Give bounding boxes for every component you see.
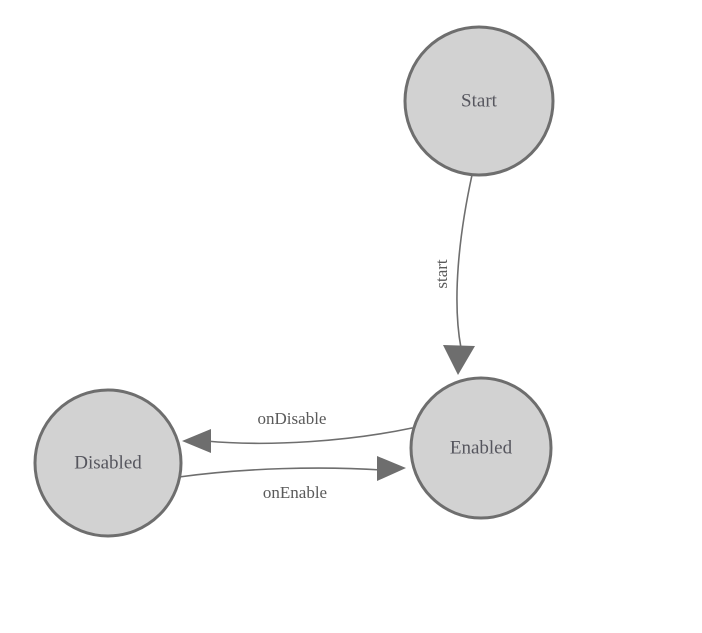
node-label-start: Start <box>461 90 498 111</box>
edge-path-ondisable <box>205 427 413 445</box>
node-circle-start <box>403 25 555 177</box>
edge-disabled-to-enabled[interactable]: onEnable <box>178 456 406 502</box>
node-disabled[interactable]: Disabled <box>33 388 183 538</box>
edge-label-onenable: onEnable <box>263 483 327 502</box>
node-circle-enabled <box>409 376 553 520</box>
edge-label-start: start <box>432 259 451 289</box>
edge-path-start <box>456 174 473 349</box>
node-circle-disabled <box>33 388 183 538</box>
arrowhead-icon-onenable <box>377 456 406 481</box>
node-label-disabled: Disabled <box>74 452 142 473</box>
node-enabled[interactable]: Enabled <box>409 376 553 520</box>
edge-enabled-to-disabled[interactable]: onDisable <box>182 409 413 453</box>
arrowhead-icon-start <box>443 345 475 375</box>
node-label-enabled: Enabled <box>450 437 513 458</box>
edge-label-ondisable: onDisable <box>258 409 327 428</box>
edge-path-onenable <box>178 467 383 478</box>
arrowhead-icon-ondisable <box>182 429 211 453</box>
edge-start-to-enabled[interactable]: start <box>432 174 475 375</box>
node-start[interactable]: Start <box>403 25 555 177</box>
